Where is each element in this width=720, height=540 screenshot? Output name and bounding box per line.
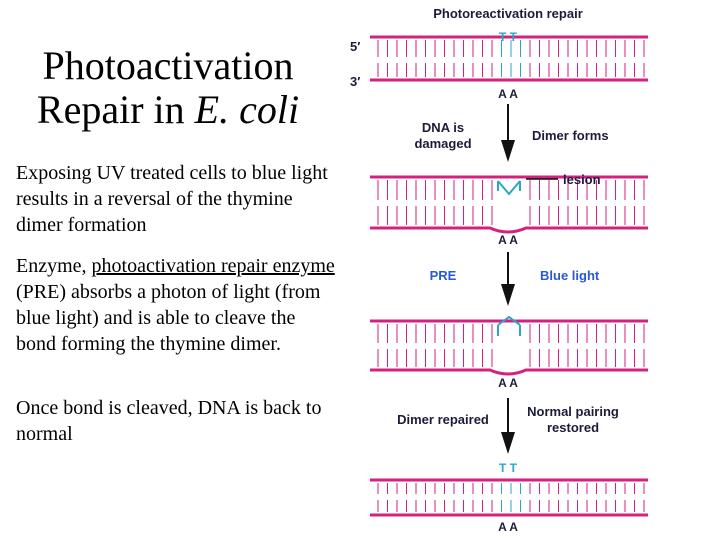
arrow-repair xyxy=(501,252,515,306)
dna-restored: T T A A xyxy=(370,461,648,534)
pre-label: PRE xyxy=(430,268,457,283)
dna-cleaving: A A xyxy=(370,317,648,390)
dimer-repaired-label: Dimer repaired xyxy=(397,412,489,427)
figure-title: Photoreactivation repair xyxy=(433,6,583,21)
normal-pairing-label-1: Normal pairing xyxy=(527,404,619,419)
normal-pairing-label-2: restored xyxy=(547,420,599,435)
adenine-pair-label-4: A A xyxy=(498,520,518,534)
dna-intact-top: 5′ 3′ T T A A xyxy=(350,30,648,101)
dna-strand xyxy=(370,228,648,232)
thymine-dimer xyxy=(498,181,520,194)
dna-damaged-label-2: damaged xyxy=(414,136,471,151)
dna-damaged-label-1: DNA is xyxy=(422,120,464,135)
thymine-pair-label-4: T T xyxy=(499,461,518,475)
adenine-pair-label: A A xyxy=(498,87,518,101)
blue-light-label: Blue light xyxy=(540,268,600,283)
adenine-pair-label-3: A A xyxy=(498,376,518,390)
three-prime-label: 3′ xyxy=(350,74,360,89)
arrow-restored xyxy=(501,398,515,454)
dna-strand xyxy=(370,370,648,374)
dna-damaged: lesion A A xyxy=(370,172,648,247)
adenine-pair-label-2: A A xyxy=(498,233,518,247)
lesion-label: lesion xyxy=(563,172,601,187)
arrow-damage xyxy=(501,104,515,162)
five-prime-label: 5′ xyxy=(350,39,360,54)
dimer-forms-label: Dimer forms xyxy=(532,128,609,143)
thymine-pair-label: T T xyxy=(499,30,518,44)
